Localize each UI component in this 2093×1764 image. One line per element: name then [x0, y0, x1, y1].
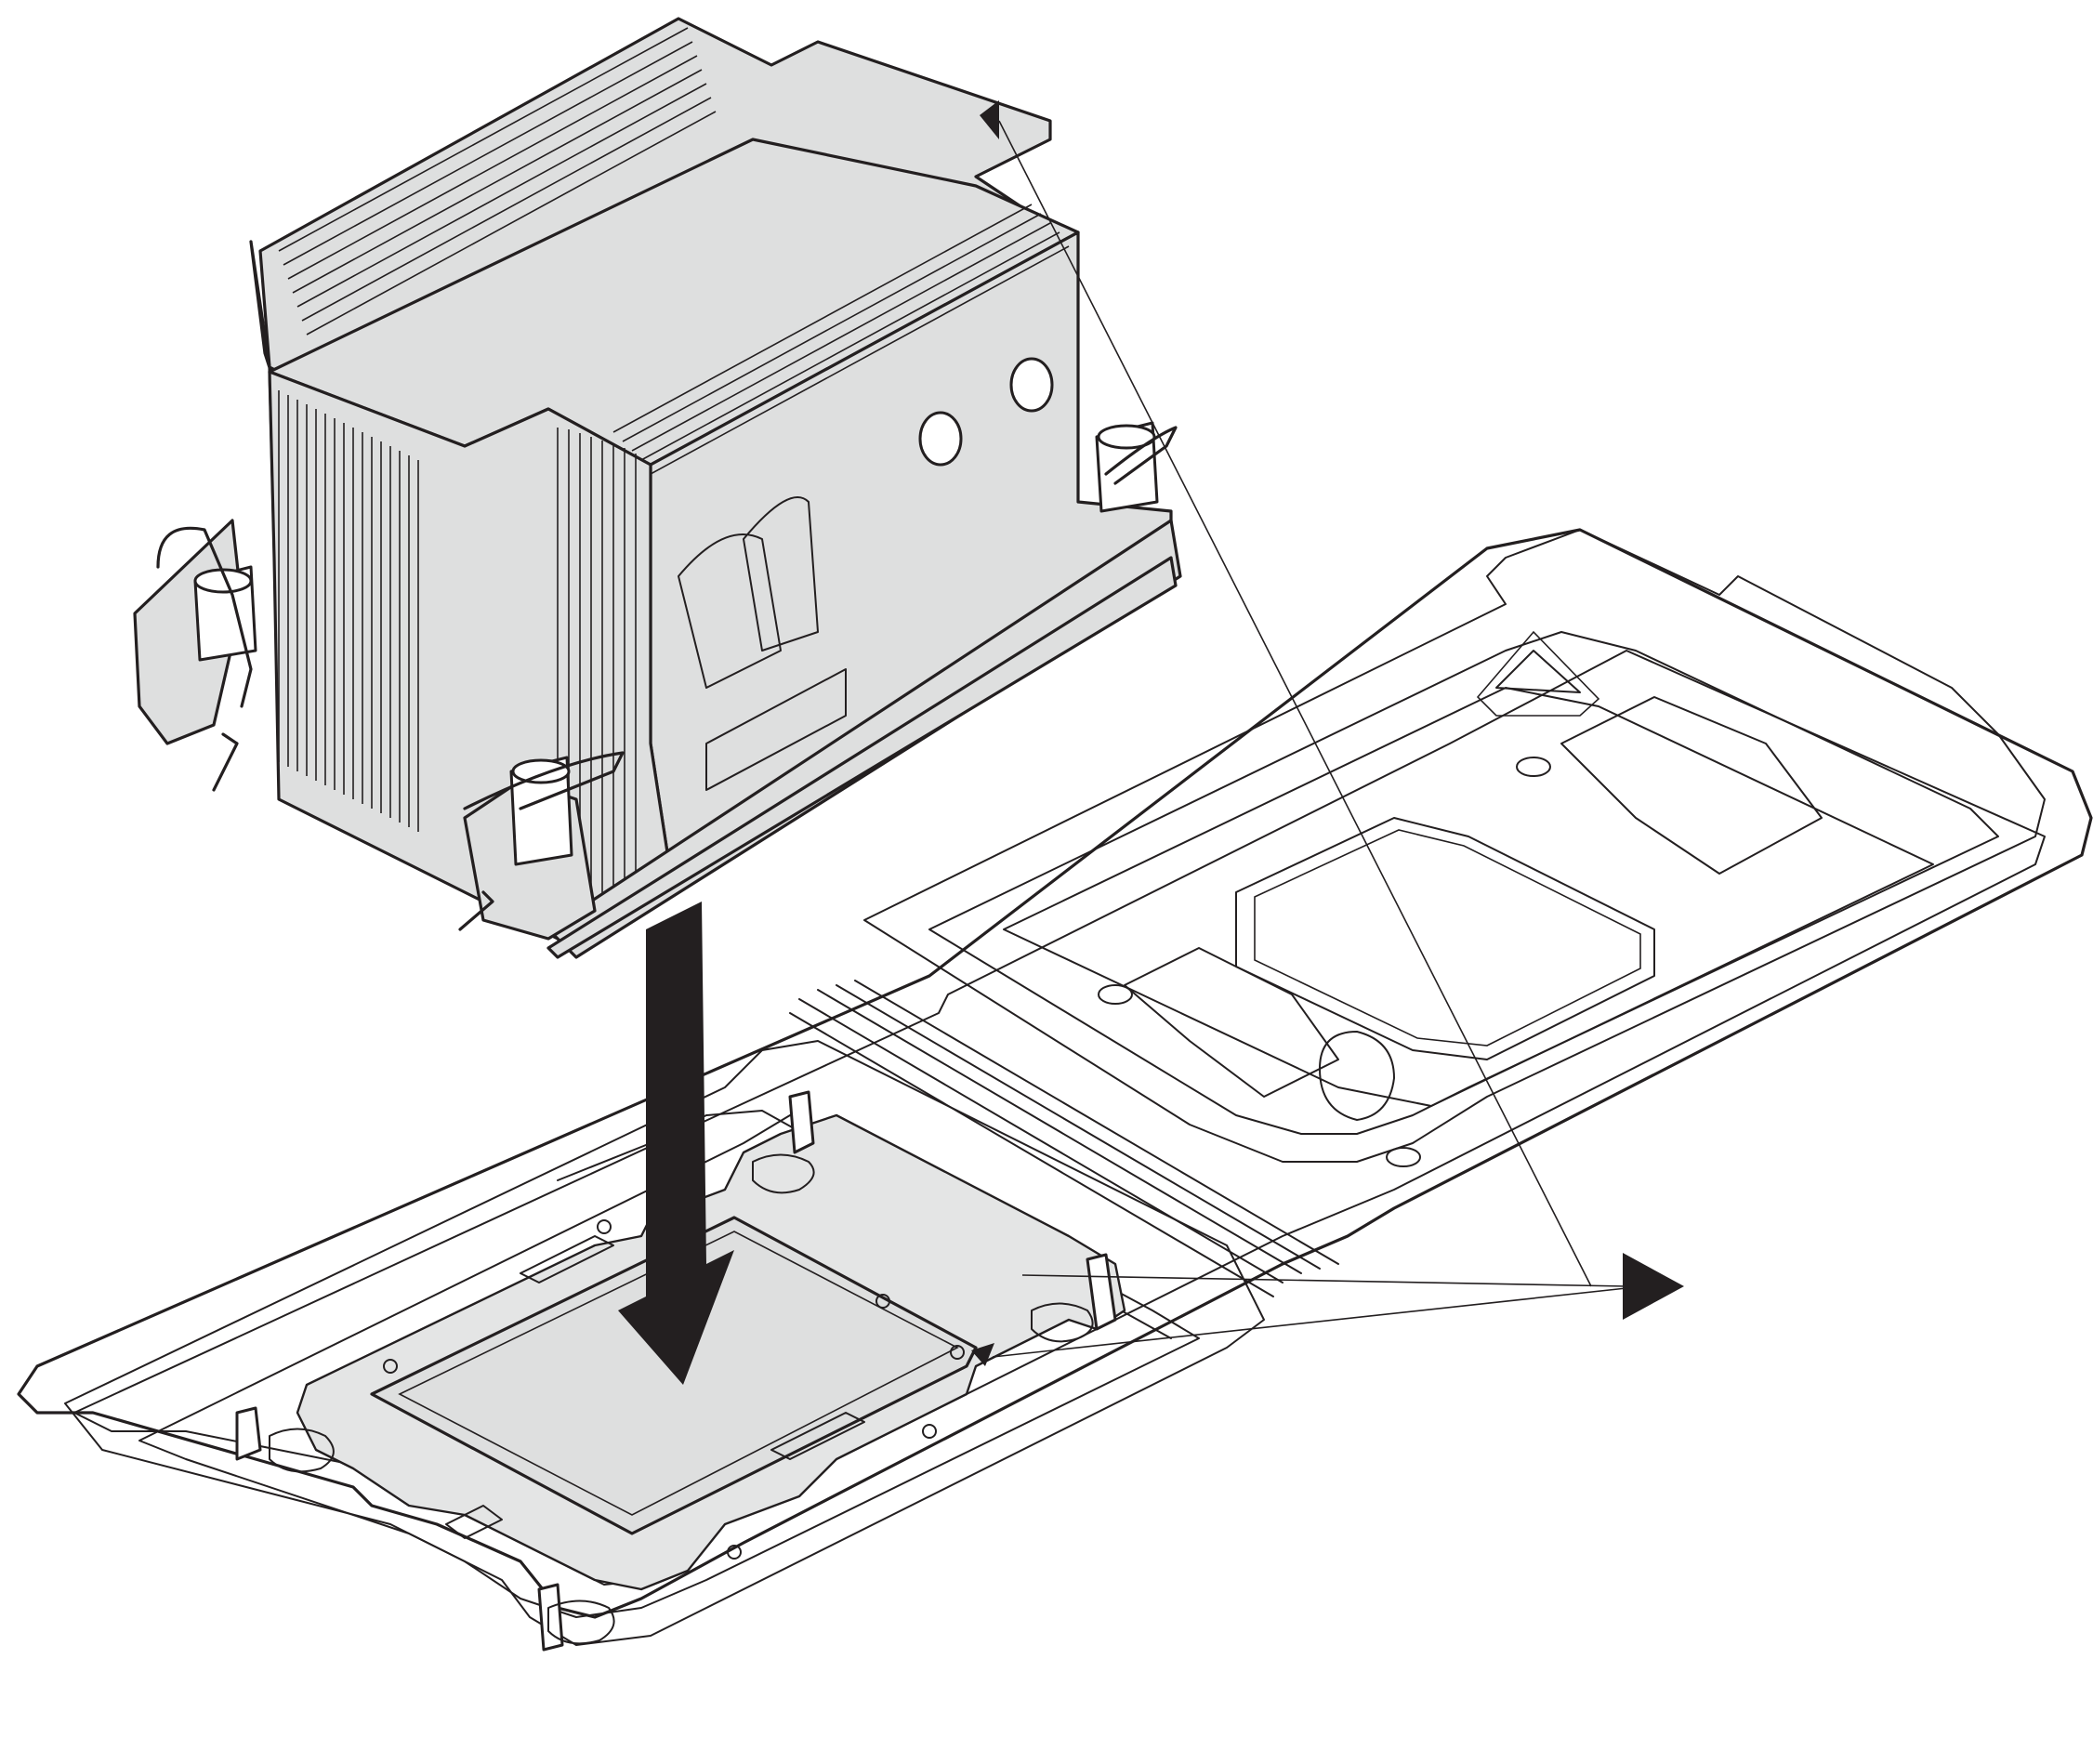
carrier-cutout [1031, 1302, 1094, 1343]
callout-line [998, 120, 1592, 1287]
processor-carrier [235, 1090, 1126, 1652]
triangle-marker-icon [1623, 1253, 1684, 1320]
carrier-hole [383, 1359, 398, 1374]
tray-rib [798, 998, 1283, 1284]
heat-sink-anti-tilt-wire [463, 751, 625, 810]
heat-sink-label-plate [705, 668, 847, 791]
heat-sink-left-face [268, 370, 671, 941]
triangle-marker-icon [980, 100, 999, 139]
tray-front-cavity-inner [138, 1114, 1200, 1618]
heat-sink-screw-hole [1009, 357, 1054, 413]
carrier-hole [922, 1424, 937, 1439]
tray-outer-rim [17, 528, 2093, 1619]
install-arrow-icon [618, 902, 734, 1385]
carrier-slot [770, 1412, 865, 1460]
tray-back-center-box-inner [1254, 829, 1641, 1047]
heat-sink-torx-nut [193, 565, 257, 662]
tray-rib [817, 989, 1302, 1274]
tray-hole [1386, 1147, 1421, 1167]
tray-pad [1560, 696, 1823, 875]
carrier-cutout [752, 1153, 815, 1194]
heat-sink-torx-nut [1095, 421, 1159, 513]
carrier-slot [520, 1235, 614, 1284]
tray-hole [1516, 757, 1551, 777]
carrier-hole [950, 1345, 965, 1360]
carrier-hole [597, 1219, 612, 1234]
tray-back-cavity [863, 529, 2046, 1163]
carrier-hole [727, 1545, 742, 1560]
carrier-hole [875, 1294, 890, 1309]
carrier-clip [788, 1090, 815, 1154]
heat-sink-screw-hole [918, 411, 963, 467]
alignment-callout [971, 100, 1684, 1366]
tray-pad [1124, 947, 1339, 1098]
carrier-cutout [269, 1428, 335, 1473]
tray-triangle-emboss-outer [1476, 630, 1600, 717]
heat-sink-guide-frame [546, 556, 1178, 959]
tray-triangle-emboss [1495, 650, 1581, 693]
tray-rib [854, 980, 1339, 1265]
callout-line [1021, 1274, 1627, 1287]
tray-hole [1098, 984, 1133, 1005]
heat-sink-torx-nut [509, 756, 573, 866]
carrier-cutout [547, 1599, 615, 1645]
shipping-tray [17, 528, 2093, 1646]
heat-sink-anti-tilt-wire [458, 890, 494, 931]
heat-sink-fins [278, 27, 1070, 918]
tray-pad [1319, 1031, 1395, 1121]
heat-sink [133, 17, 1182, 959]
tray-back-center-box [1235, 817, 1655, 1060]
carrier-clip [1086, 1253, 1117, 1331]
heat-sink-heat-pipe [678, 533, 782, 689]
carrier-triangle-icon [971, 1343, 994, 1366]
heat-sink-anti-tilt-wire [212, 732, 239, 792]
processor-chip-top [398, 1231, 959, 1516]
tray-back-cavity-inner [928, 631, 1999, 1135]
carrier-clip [235, 1406, 262, 1461]
tray-rib [789, 1012, 1274, 1297]
carrier-slot [445, 1505, 503, 1539]
tray-rib [836, 984, 1321, 1270]
carrier-clip [537, 1583, 564, 1652]
callout-line [992, 1287, 1627, 1358]
heat-sink-heat-pipe [743, 496, 819, 652]
heat-sink-anti-tilt-wire [156, 526, 253, 708]
heat-sink-anti-tilt-wire [1104, 426, 1178, 485]
